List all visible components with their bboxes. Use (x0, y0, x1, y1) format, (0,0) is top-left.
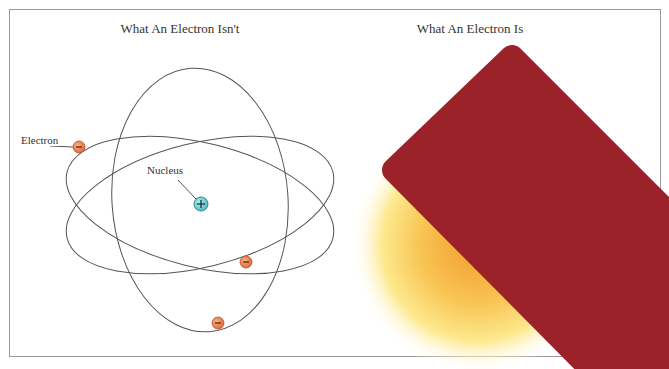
leader-line (50, 146, 73, 147)
overlay-band (394, 57, 669, 369)
leader-line (178, 180, 196, 199)
orbits (52, 62, 348, 338)
part-label: Nucleus (146, 164, 184, 176)
panel-title: What An Electron Is (417, 22, 524, 36)
part-label: Electron (20, 134, 59, 146)
electrons (73, 141, 252, 329)
nucleus (194, 197, 208, 211)
panel-title: What An Electron Isn't (121, 22, 240, 36)
